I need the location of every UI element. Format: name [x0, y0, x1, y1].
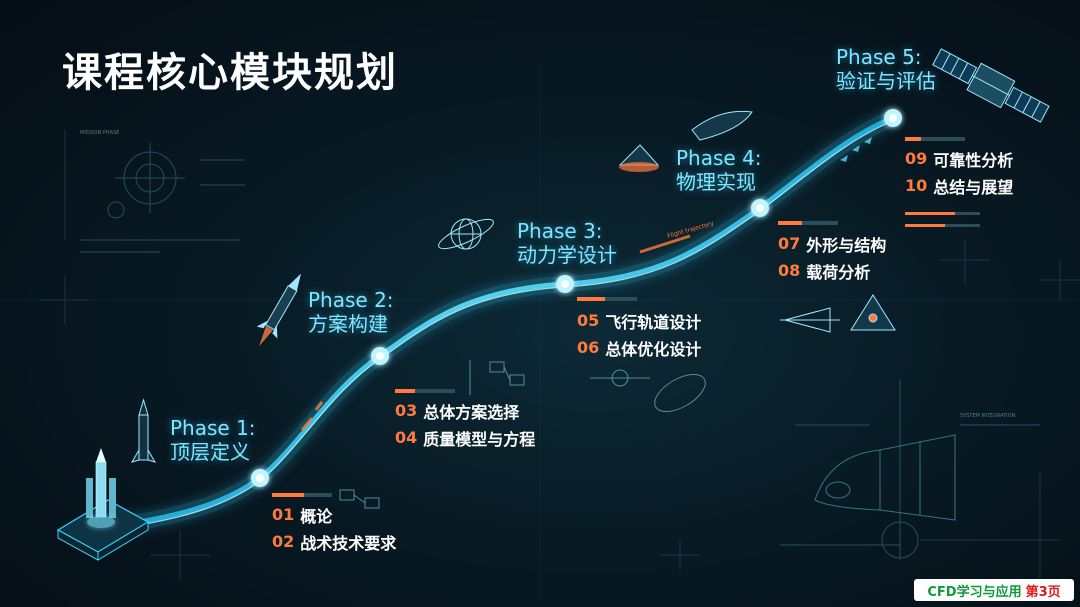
module-number: 07	[778, 234, 801, 253]
module-number: 03	[395, 401, 418, 420]
rocket-icon	[130, 398, 157, 463]
phase-5-modules: 09 可靠性分析 10 总结与展望	[905, 145, 1013, 199]
module-item[interactable]: 03 总体方案选择	[395, 397, 535, 424]
phase-2-name: Phase 2:	[308, 288, 394, 312]
module-item[interactable]: 04 质量模型与方程	[395, 424, 535, 451]
phase-5-label: Phase 5: 验证与评估	[836, 45, 936, 93]
module-number: 08	[778, 261, 801, 280]
module-number: 04	[395, 428, 418, 447]
satellite-icon	[932, 48, 1050, 123]
module-label: 战术技术要求	[300, 533, 397, 553]
phase-3-modules: 05 飞行轨道设计 06 总体优化设计	[577, 307, 701, 361]
module-item[interactable]: 01 概论	[272, 501, 396, 528]
module-item[interactable]: 10 总结与展望	[905, 172, 1013, 199]
footer-page-number: 第3页	[1025, 584, 1061, 600]
phase-3-title: 动力学设计	[517, 243, 617, 267]
module-label: 质量模型与方程	[423, 429, 536, 449]
globe-icon	[438, 218, 494, 250]
module-item[interactable]: 07 外形与结构	[778, 230, 886, 257]
module-item[interactable]: 09 可靠性分析	[905, 145, 1013, 172]
blueprint-panel-right	[780, 380, 1040, 560]
phase-1-name: Phase 1:	[170, 416, 256, 440]
schematic-icon	[339, 360, 525, 509]
phase-2-modules: 03 总体方案选择 04 质量模型与方程	[395, 397, 535, 451]
phase-3-name: Phase 3:	[517, 219, 603, 243]
rocket-icon	[256, 273, 301, 347]
phase-5-title: 验证与评估	[836, 69, 936, 93]
module-number: 02	[272, 532, 295, 551]
phase-1-modules: 01 概论 02 战术技术要求	[272, 501, 396, 555]
module-label: 外形与结构	[806, 235, 887, 255]
mission-phase-label: MISSION PHASE	[80, 130, 119, 136]
module-label: 可靠性分析	[933, 150, 1014, 170]
module-label: 总体方案选择	[423, 402, 520, 422]
phase-2-label: Phase 2: 方案构建	[308, 288, 394, 336]
launch-pad-rocket-icon	[56, 448, 150, 561]
module-label: 飞行轨道设计	[605, 312, 702, 332]
phase-4-title: 物理实现	[676, 170, 756, 194]
phase-2-title: 方案构建	[308, 312, 388, 336]
nose-cone-icon	[780, 294, 896, 333]
module-label: 总结与展望	[933, 177, 1014, 197]
chevrons	[840, 137, 872, 162]
orbit-diagram-icon	[590, 369, 706, 413]
module-item[interactable]: 02 战术技术要求	[272, 528, 396, 555]
course-path-core	[119, 120, 894, 529]
phase-1-title: 顶层定义	[170, 440, 250, 464]
module-item[interactable]: 06 总体优化设计	[577, 334, 701, 361]
phase-5-name: Phase 5:	[836, 45, 922, 69]
node-cores	[256, 114, 897, 482]
phase-4-label: Phase 4: 物理实现	[676, 146, 762, 194]
module-label: 概论	[300, 506, 333, 526]
module-number: 09	[905, 149, 928, 168]
path-accents	[300, 234, 691, 431]
module-number: 01	[272, 505, 295, 524]
capsule-icon	[618, 110, 753, 172]
module-number: 05	[577, 311, 600, 330]
module-item[interactable]: 08 载荷分析	[778, 257, 886, 284]
system-integration-label: SYSTEM INTEGRATION	[960, 413, 1016, 419]
status-bars	[272, 137, 980, 497]
spacecraft-blueprint-icon	[814, 434, 956, 521]
module-label: 载荷分析	[806, 262, 871, 282]
module-item[interactable]: 05 飞行轨道设计	[577, 307, 701, 334]
phase-4-name: Phase 4:	[676, 146, 762, 170]
phase-3-label: Phase 3: 动力学设计	[517, 219, 617, 267]
blueprint-panel-left	[80, 143, 245, 253]
phase-4-modules: 07 外形与结构 08 载荷分析	[778, 230, 886, 284]
page-title: 课程核心模块规划	[62, 50, 398, 96]
phase-1-label: Phase 1: 顶层定义	[170, 416, 256, 464]
footer-badge: CFD学习与应用 第3页	[914, 579, 1074, 601]
module-number: 10	[905, 176, 928, 195]
grid-lines	[0, 60, 1080, 600]
module-label: 总体优化设计	[605, 339, 702, 359]
module-number: 06	[577, 338, 600, 357]
footer-brand: CFD学习与应用	[927, 584, 1022, 600]
